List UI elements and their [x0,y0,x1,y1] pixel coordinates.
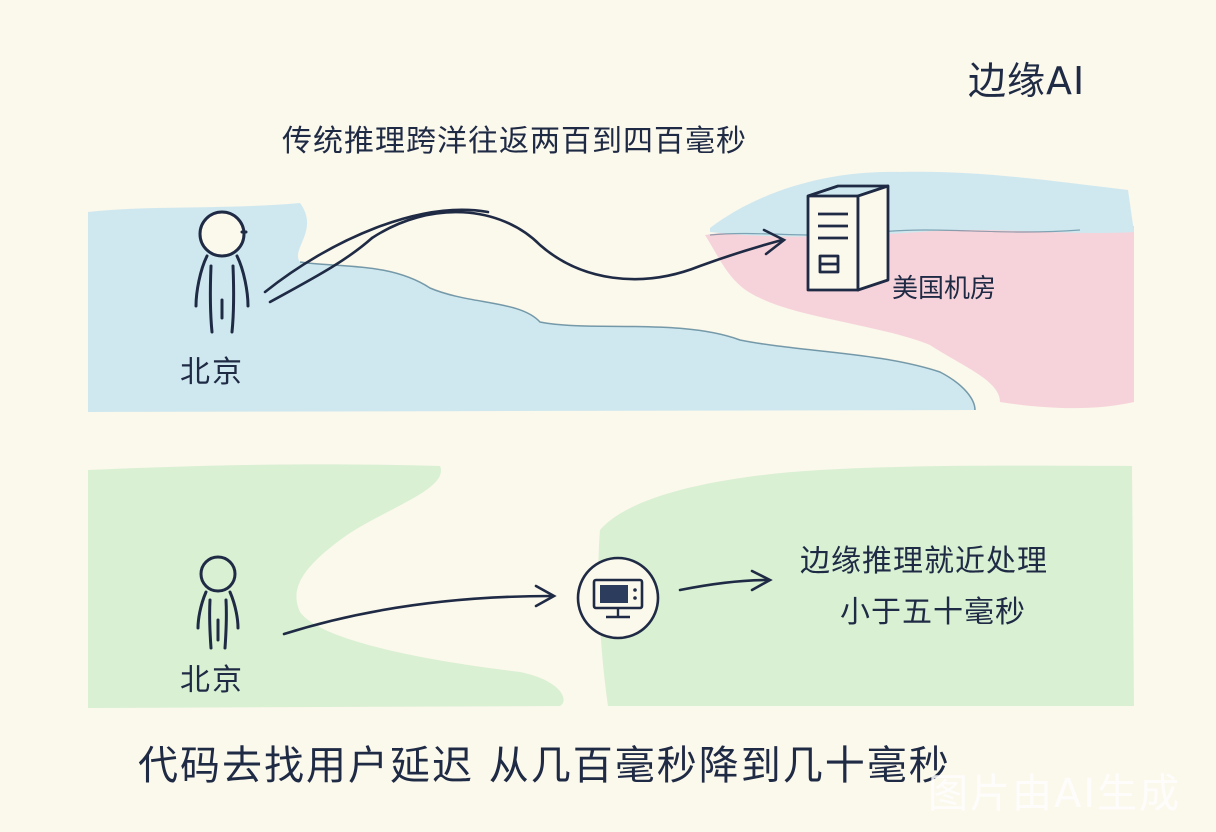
edge-device-icon [576,556,660,640]
server-tower-icon [806,184,890,292]
bottom-scenario [88,464,1134,708]
top-caption: 传统推理跨洋往返两百到四百毫秒 [282,124,747,159]
beijing-region [88,464,564,708]
arrow-icon [263,208,787,304]
user-location-label-top: 北京 [180,355,244,390]
person-icon [194,210,250,334]
top-scenario [88,171,1134,412]
person-icon [196,555,240,650]
server-location-label: 美国机房 [892,274,997,304]
edge-region [598,465,1134,706]
diagram-title: 边缘AI [968,59,1086,103]
bottom-caption: 代码去找用户延迟 从几百毫秒降到几十毫秒 [138,743,951,789]
user-location-label-bottom: 北京 [180,663,244,698]
coastline [299,261,976,411]
arrow-icon [678,569,773,592]
ai-generated-watermark: 图片由AI生成 [928,771,1182,817]
edge-description-line-2: 小于五十毫秒 [840,595,1026,630]
us-sky-region [710,171,1134,237]
ocean-region [88,203,975,412]
edge-description-line-1: 边缘推理就近处理 [800,544,1048,579]
arrow-icon [282,584,557,636]
